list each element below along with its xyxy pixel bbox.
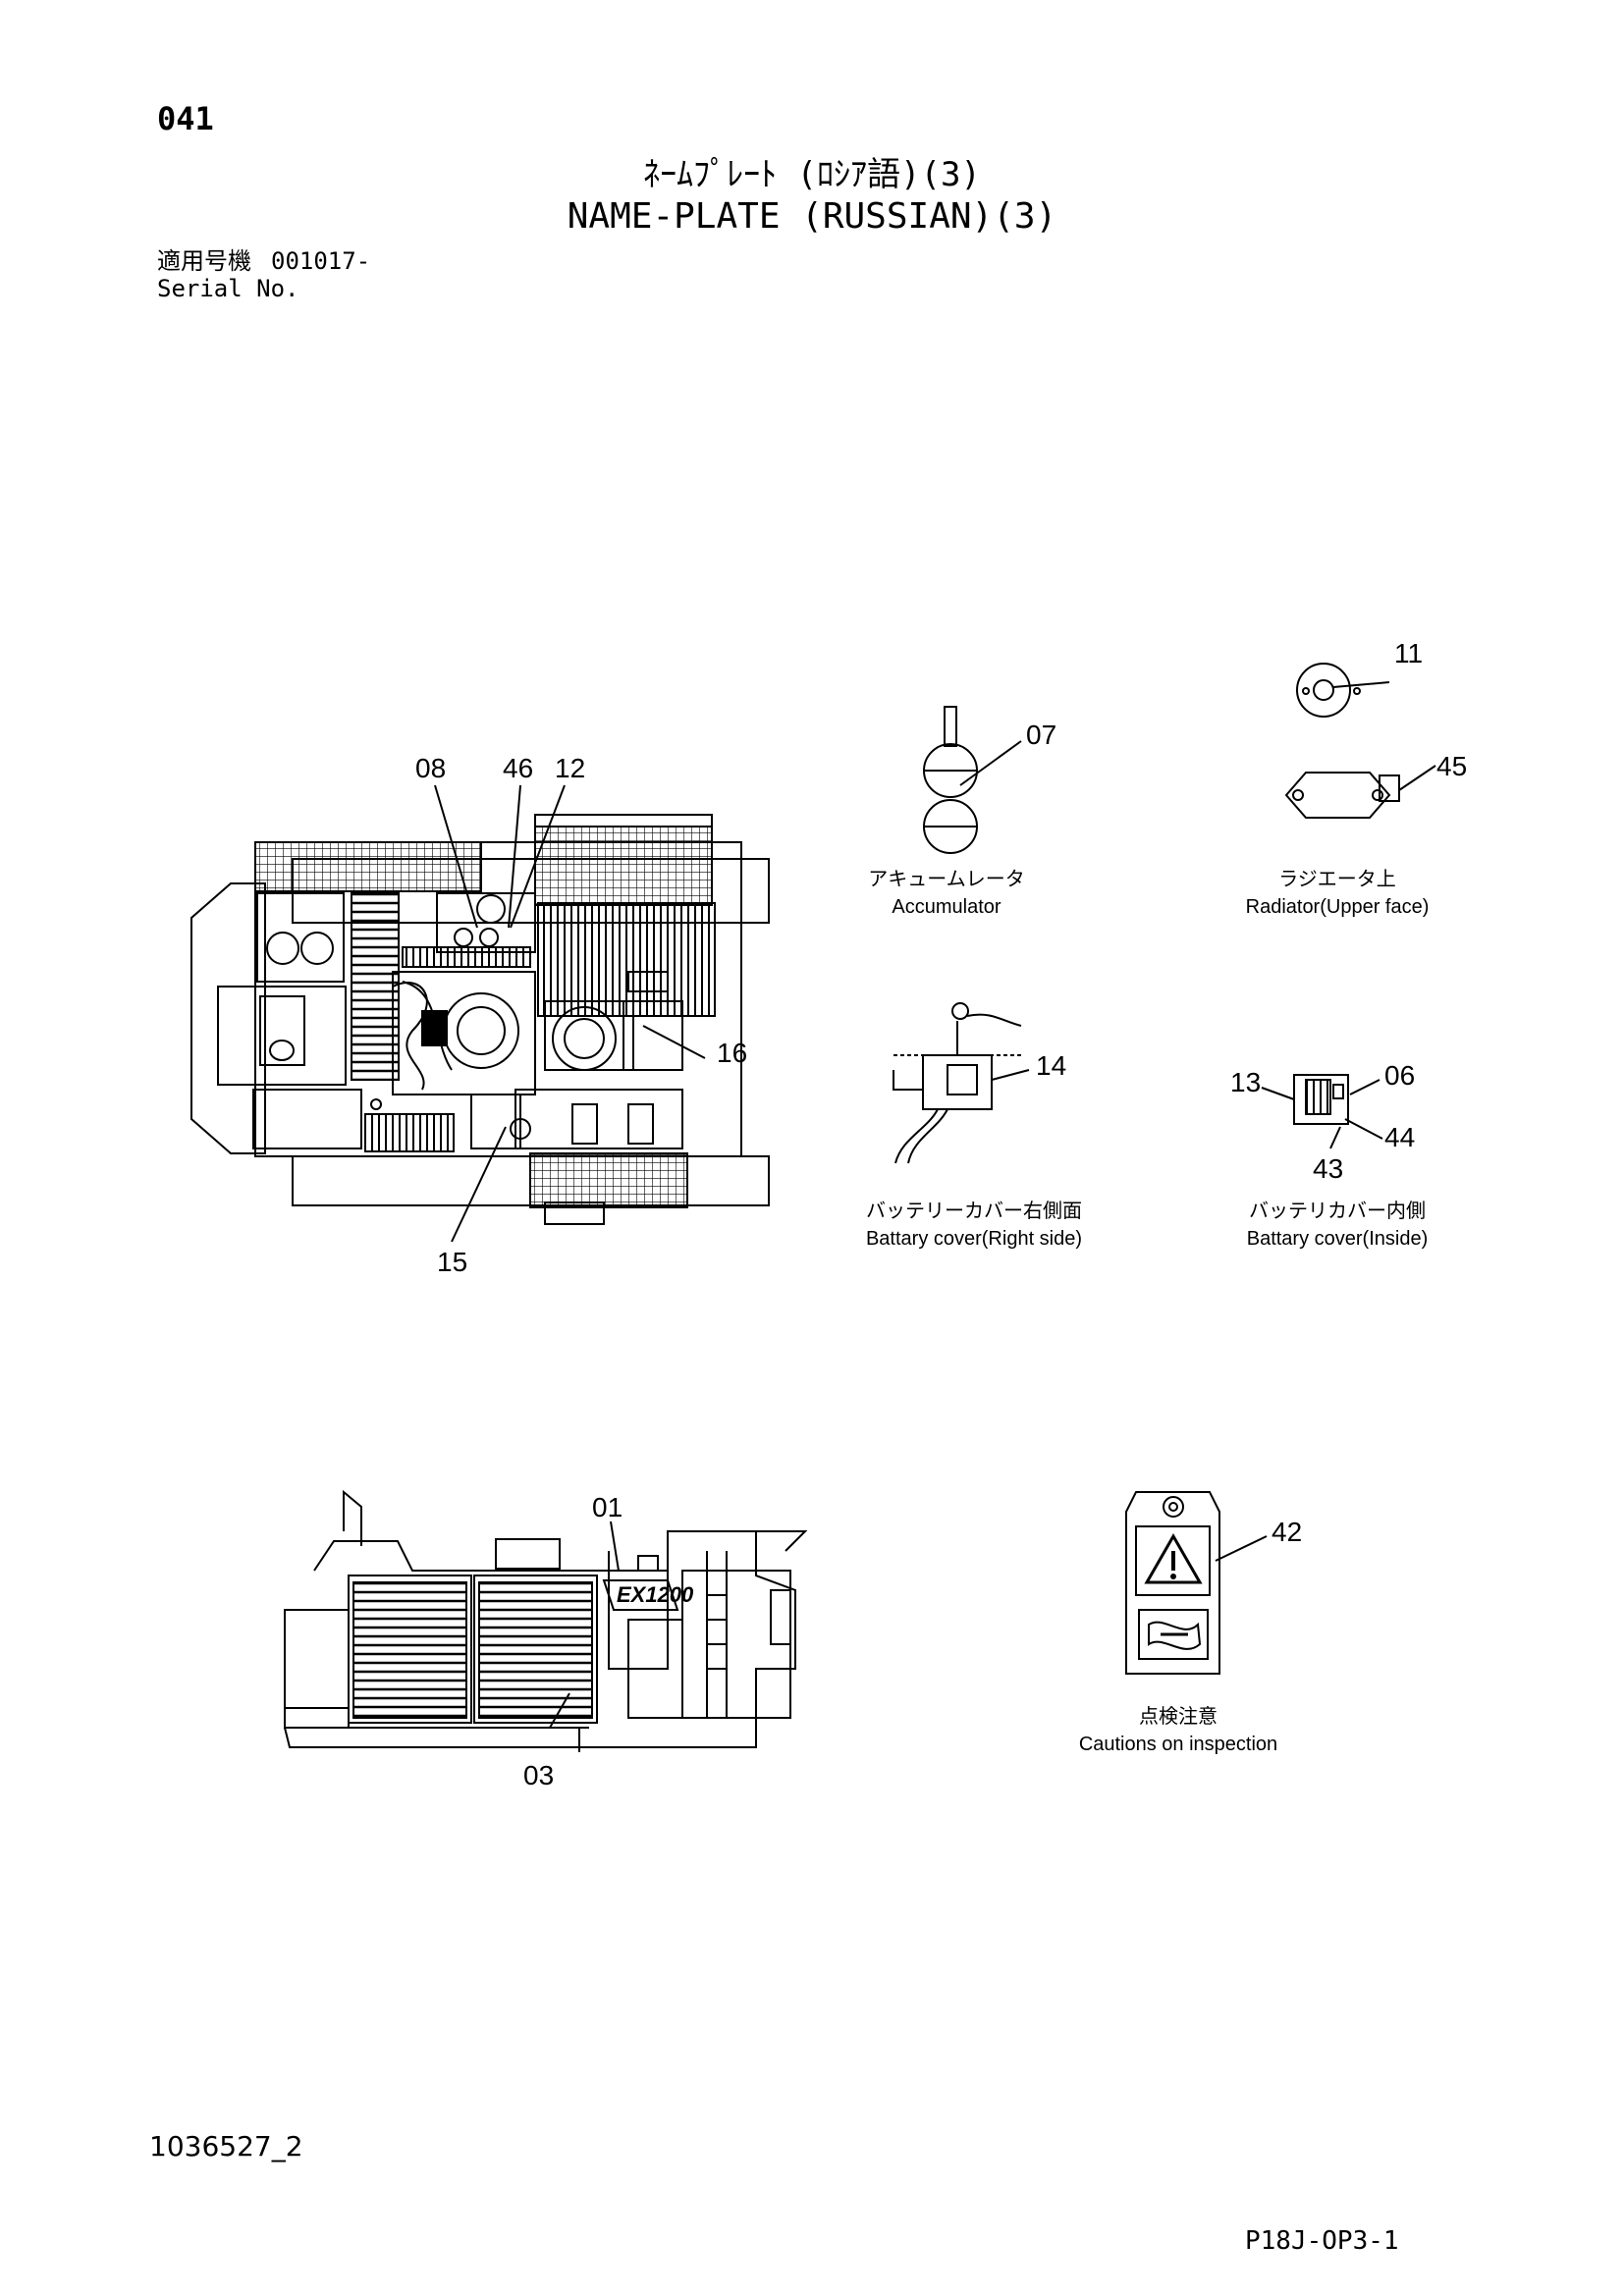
- callout-43: 43: [1313, 1153, 1343, 1184]
- caption-inspection-jp: 点検注意: [1139, 1705, 1218, 1728]
- callout-03: 03: [523, 1760, 554, 1790]
- accumulator-drawing: [923, 706, 1022, 854]
- callout-07: 07: [1026, 720, 1056, 750]
- caption-accumulator-en: Accumulator: [892, 896, 1001, 918]
- battery-inside-drawing: [1261, 1074, 1383, 1149]
- serial-block: 適用号機 001017- Serial No.: [157, 247, 370, 302]
- page-title-jp: ﾈｰﾑﾌﾟﾚｰﾄ (ﾛｼｱ語)(3): [643, 155, 981, 194]
- callout-11: 11: [1394, 638, 1423, 668]
- callout-13: 13: [1230, 1067, 1261, 1097]
- callout-42: 42: [1272, 1517, 1302, 1547]
- serial-label-en: Serial No.: [157, 275, 299, 302]
- radiator-drawing: [1284, 663, 1436, 819]
- caption-accumulator-jp: アキュームレータ: [868, 868, 1024, 890]
- serial-label-jp: 適用号機: [157, 247, 251, 275]
- callout-06: 06: [1384, 1060, 1415, 1091]
- document-number: 1036527_2: [149, 2130, 303, 2163]
- callout-08: 08: [415, 753, 446, 783]
- callout-12: 12: [555, 753, 585, 783]
- caption-radiator-en: Radiator(Upper face): [1246, 896, 1430, 918]
- top-view-leaders: [434, 784, 706, 1243]
- callout-14: 14: [1036, 1050, 1066, 1081]
- caution-tag-drawing: [1125, 1491, 1268, 1675]
- caption-battery-right-en: Battary cover(Right side): [866, 1228, 1082, 1250]
- serial-value: 001017-: [271, 247, 371, 275]
- caption-inspection-en: Cautions on inspection: [1079, 1734, 1277, 1755]
- callout-16: 16: [717, 1038, 747, 1068]
- page-title-en: NAME-PLATE (RUSSIAN)(3): [567, 196, 1057, 237]
- battery-right-drawing: [893, 1002, 1030, 1164]
- model-badge: EX1200: [617, 1582, 694, 1607]
- caption-battery-right-jp: バッテリーカバー右側面: [866, 1200, 1082, 1222]
- machine-top-view: [190, 814, 770, 1225]
- callout-44: 44: [1384, 1122, 1415, 1152]
- callout-45: 45: [1436, 751, 1467, 781]
- page-code: P18J-OP3-1: [1245, 2226, 1399, 2256]
- machine-side-view: [284, 1489, 808, 1752]
- page-number: 041: [157, 100, 214, 137]
- caption-battery-inside-en: Battary cover(Inside): [1247, 1228, 1429, 1250]
- caption-radiator-jp: ラジエータ上: [1278, 868, 1396, 890]
- caption-battery-inside-jp: バッテリカバー内側: [1249, 1200, 1426, 1222]
- callout-01: 01: [592, 1492, 623, 1522]
- callout-15: 15: [437, 1247, 467, 1277]
- callout-46: 46: [503, 753, 533, 783]
